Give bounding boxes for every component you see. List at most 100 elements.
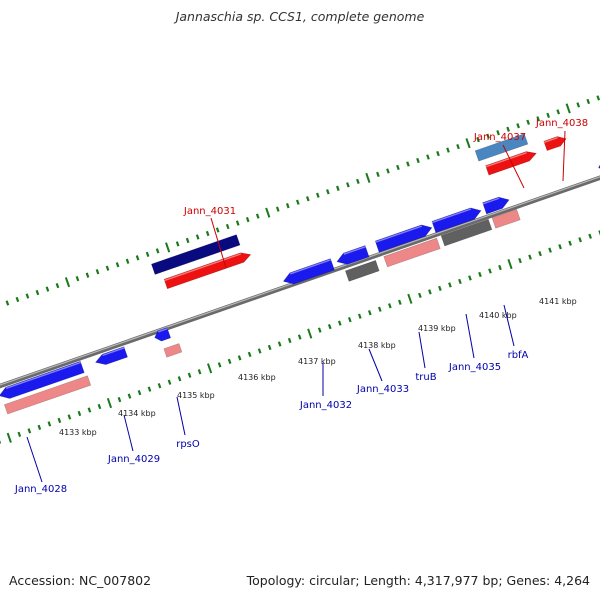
- tick-mark: [287, 337, 292, 344]
- gene-rpso-feature: [163, 343, 183, 358]
- tick-mark: [565, 103, 571, 114]
- scale-label: 4140 kbp: [479, 311, 517, 320]
- gene-jann-4029-label: Jann_4029: [107, 454, 160, 465]
- gene-jann-4035-cds: [431, 207, 482, 234]
- scale-ticks: [0, 95, 600, 444]
- tick-mark: [177, 376, 182, 382]
- gene-rpso-label: rpsO: [176, 439, 200, 450]
- tick-mark: [526, 119, 530, 125]
- tick-mark: [175, 241, 180, 247]
- tick-mark: [478, 271, 482, 278]
- tick-mark: [285, 203, 290, 209]
- gene-arrow-body: [485, 151, 537, 176]
- scale-label: 4137 kbp: [298, 357, 336, 366]
- gene-rbfa-leader: [503, 304, 515, 347]
- tick-mark: [117, 396, 122, 403]
- gene-features: [0, 133, 600, 415]
- tick-mark: [336, 185, 340, 191]
- tick-mark: [588, 233, 592, 239]
- tick-mark: [507, 259, 513, 270]
- accession-label: Accession: NC_007802: [9, 573, 152, 588]
- tick-mark: [105, 265, 110, 271]
- gene-arrow-body: [282, 258, 335, 285]
- tick-mark: [488, 268, 492, 274]
- gene-arrow-highlight: [158, 327, 168, 333]
- tick-mark: [456, 143, 460, 150]
- tick-mark: [465, 138, 471, 149]
- gene-rbfa-label: rbfA: [508, 350, 529, 361]
- tick-mark: [546, 112, 550, 118]
- gene-arrow-body: [482, 196, 510, 215]
- tick-mark: [305, 196, 310, 202]
- tick-mark: [586, 98, 591, 105]
- tick-mark: [326, 189, 330, 195]
- tick-mark: [448, 282, 452, 288]
- tick-mark: [167, 379, 172, 385]
- gene-arrow-highlight: [102, 347, 125, 357]
- gene-jann-4032-label: Jann_4032: [299, 400, 352, 411]
- tick-mark: [87, 407, 92, 413]
- gene-jann-4028-label: Jann_4028: [14, 484, 67, 495]
- tick-mark: [347, 317, 352, 323]
- gene-trub-cds: [374, 224, 433, 253]
- gene-rbfa-cds: [482, 196, 510, 215]
- tick-mark: [307, 328, 313, 339]
- tick-mark: [187, 372, 192, 378]
- gene-jann-4035-feature: [440, 218, 493, 247]
- tick-mark: [77, 410, 82, 417]
- gene-trub-leader: [418, 331, 426, 369]
- gene-jann-4038-leader: [562, 130, 566, 182]
- tick-mark: [528, 254, 532, 260]
- tick-mark: [568, 240, 572, 246]
- tick-mark: [157, 383, 162, 389]
- gene-jann-4029-leader: [123, 414, 134, 452]
- tick-mark: [75, 276, 80, 282]
- tick-mark: [57, 417, 62, 424]
- tick-mark: [215, 227, 220, 233]
- tick-mark: [486, 133, 490, 139]
- scale-label: 4133 kbp: [59, 428, 97, 437]
- gene-arrow-body: [154, 327, 172, 342]
- topology-info: Topology: circular; Length: 4,317,977 bp…: [246, 573, 590, 588]
- tick-mark: [15, 296, 20, 303]
- tick-mark: [197, 369, 202, 375]
- tick-mark: [446, 147, 450, 153]
- gene-jann-4035-leader: [465, 313, 475, 359]
- tick-mark: [17, 431, 22, 437]
- tick-mark: [155, 248, 160, 254]
- tick-mark: [47, 421, 52, 427]
- gene-jann-4031-feature: [163, 252, 252, 290]
- gene-jann-4038-label: Jann_4038: [535, 118, 588, 129]
- tick-mark: [277, 341, 282, 347]
- tick-mark: [25, 293, 30, 299]
- tick-mark: [406, 161, 410, 167]
- tick-mark: [97, 403, 102, 410]
- gene-jann-4037-feature: [485, 151, 537, 176]
- tick-mark: [37, 424, 42, 431]
- tick-mark: [388, 303, 392, 309]
- tick-mark: [346, 182, 350, 188]
- tick-mark: [548, 247, 552, 253]
- tick-mark: [436, 150, 440, 157]
- tick-mark: [327, 323, 332, 330]
- scale-label: 4136 kbp: [238, 373, 276, 382]
- tick-mark: [227, 358, 232, 364]
- tick-mark: [506, 126, 510, 132]
- gene-arrow-highlight: [482, 197, 500, 205]
- tick-mark: [195, 234, 200, 240]
- gene-arrow-body: [336, 245, 370, 265]
- gene-jann-4037-cds: [474, 133, 529, 162]
- tick-mark: [496, 130, 500, 136]
- tick-mark: [147, 386, 152, 392]
- gene-jann-4028-feature: [3, 375, 92, 415]
- gene-jann-4028-leader: [26, 436, 43, 483]
- tick-mark: [27, 428, 32, 434]
- tick-mark: [538, 251, 542, 257]
- tick-mark: [438, 285, 442, 292]
- gene-arrow-body: [163, 252, 252, 290]
- tick-mark: [426, 154, 430, 160]
- tick-mark: [367, 310, 372, 316]
- tick-mark: [468, 275, 472, 281]
- tick-mark: [596, 95, 600, 101]
